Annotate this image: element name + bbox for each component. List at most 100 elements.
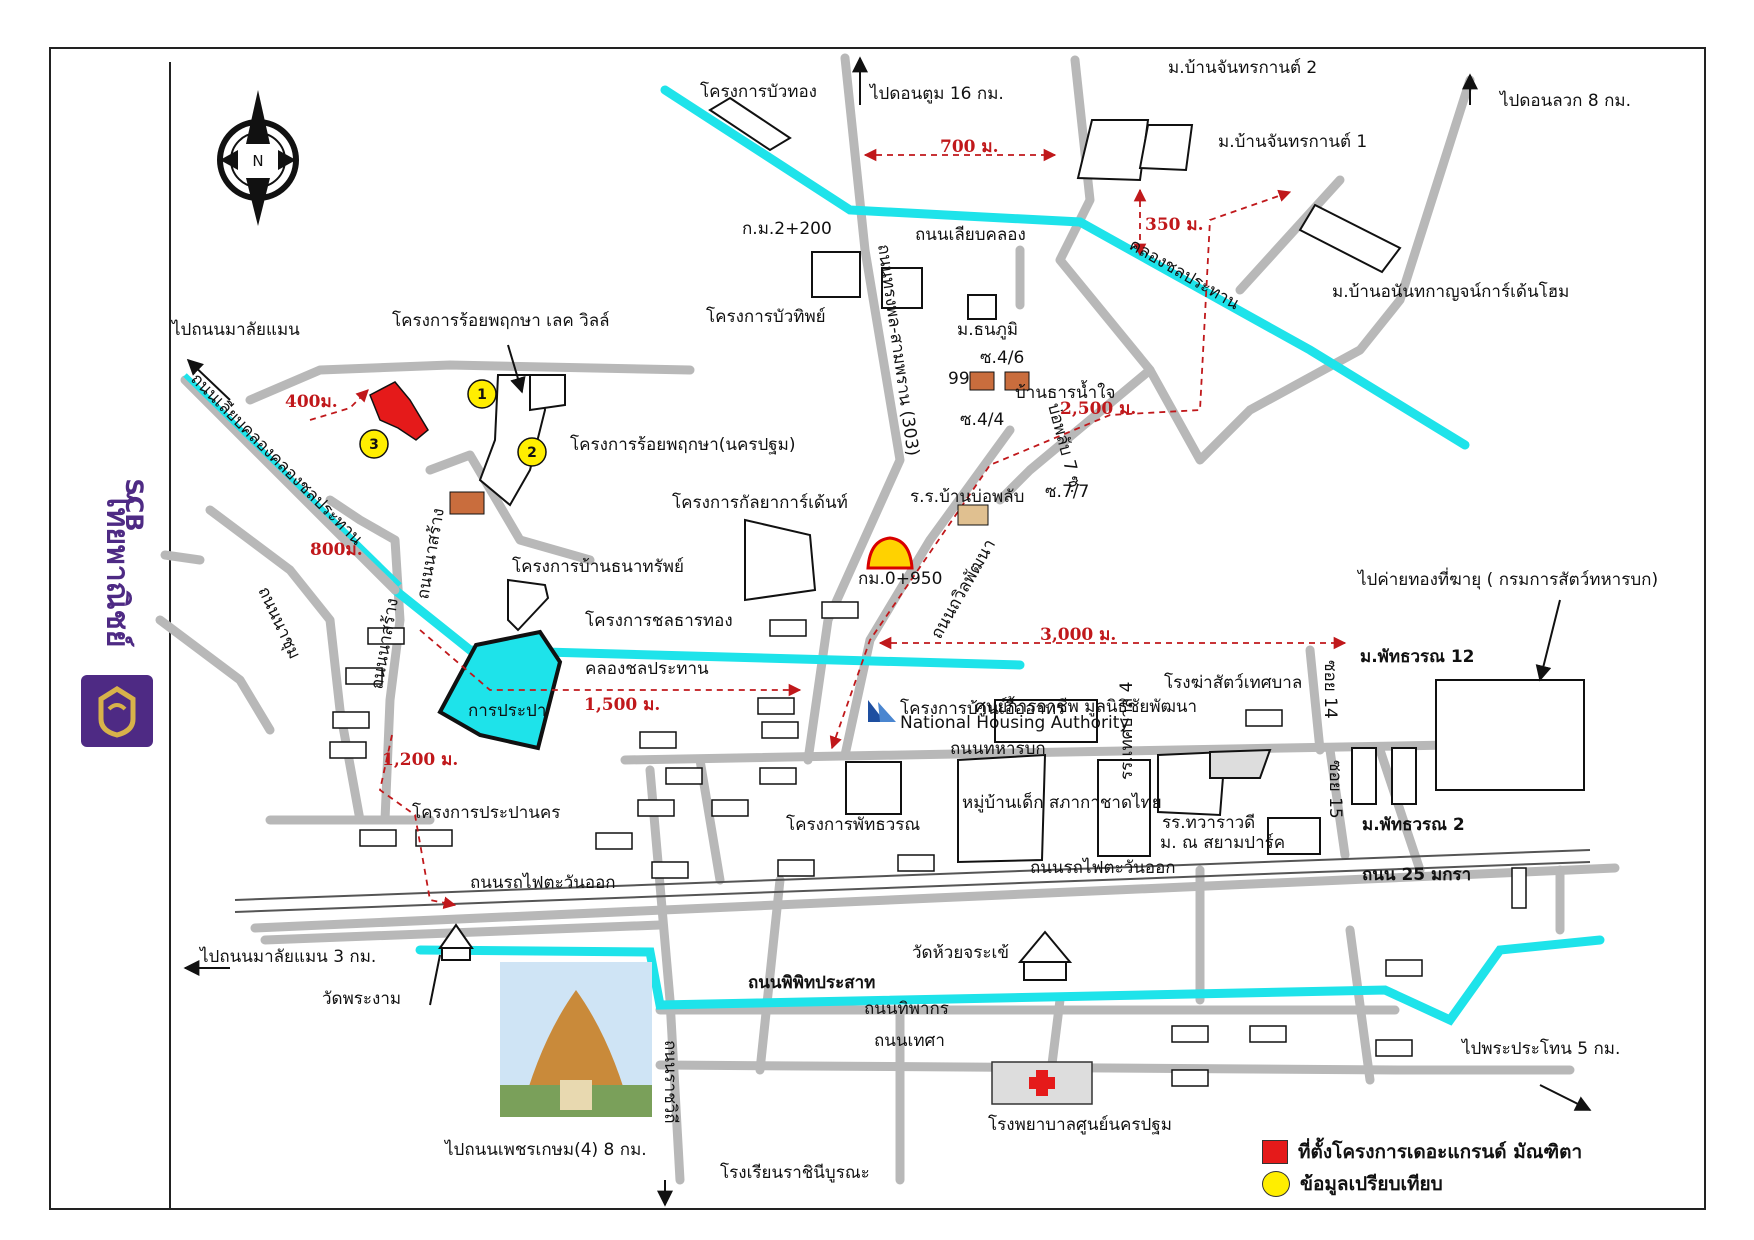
label-chonthan: โครงการชลธารทอง [585, 610, 733, 631]
label-ban-anan: ม.บ้านอนันทกาญจน์การ์เด้นโฮม [1332, 281, 1569, 302]
label-rd-thiphakon: ถนนทิพากร [864, 999, 949, 1019]
road-thet [655, 1060, 1575, 1075]
label-ban-nam-jai: บ้านธารน้ำใจ [1015, 380, 1115, 403]
block-thawarawadi [1157, 750, 1227, 817]
railway [234, 849, 1591, 913]
label-to-army-camp: ไปค่ายทองที่ฆายุ ( กรมการสัตว์ทหารบก) [1356, 567, 1658, 590]
label-to-phra-pathon: ไปพระประโทน 5 กม. [1460, 1038, 1620, 1059]
marker-1 [467, 379, 497, 409]
block-ban-chan-1 [1138, 124, 1194, 172]
hospital-icon [991, 1061, 1093, 1105]
label-to-don-tum: ไปดอนตูม 16 กม. [868, 83, 1004, 104]
road-lower-vertical [695, 755, 725, 885]
label-99: 99 [948, 369, 970, 389]
label-soi-4-6: ซ.4/6 [980, 348, 1024, 368]
leader-army [1535, 599, 1561, 682]
road-rajavithi [645, 765, 685, 1185]
label-siam-park: ม. ณ สยามปาร์ค [1160, 833, 1285, 853]
block-bua-thip [811, 251, 861, 298]
marker-3 [359, 429, 389, 459]
road-south-z [1345, 925, 1375, 1085]
label-rd-thawi: ถนนถวิลพัฒนา [927, 536, 1000, 643]
label-school-thesaban: รร.เทศบาล 4 [1117, 682, 1137, 780]
label-school-thawarawadi: รร.ทวาราวดี [1162, 813, 1255, 833]
block-phatthara-12 [1435, 679, 1585, 791]
label-hospital: โรงพยาบาลศูนย์นครปฐม [988, 1114, 1172, 1135]
label-wat-huai: วัดห้วยจระเข้ [912, 943, 1009, 963]
legend-compare-swatch [1262, 1171, 1290, 1197]
distance-2500: 2,500 ม. [1060, 399, 1136, 419]
legend-compare-label: ข้อมูลเปรียบเทียบ [1300, 1173, 1443, 1195]
arrow-2500 [829, 189, 1292, 750]
label-phatthara-proj: โครงการพัทธวรณ [786, 814, 920, 835]
bank-brand: SCB ไทยพาณิชย์ [72, 470, 162, 760]
arrow-1200 [378, 734, 457, 909]
label-waterworks: การประปา [468, 701, 546, 721]
canal-south [415, 935, 1605, 1026]
label-to-phetkasem: ไปถนนเพชรเกษม(4) 8 กม. [443, 1139, 647, 1160]
block-thanasap [507, 578, 550, 632]
label-rd-thet: ถนนเทศา [874, 1031, 945, 1051]
nha-logo-icon [868, 700, 896, 722]
label-to-malaiman: ไปถนนมาลัยแมน [170, 319, 300, 340]
label-rd-nachum: ถนนนาชุม [253, 584, 304, 663]
marker-2 [517, 437, 547, 467]
compass-icon: N [208, 88, 308, 228]
label-ban-chan-2: ม.บ้านจันทรกานต์ 2 [1168, 58, 1317, 78]
distance-800: 800ม. [310, 540, 363, 560]
label-rd-nasang: ถนนนาสร้าง [413, 507, 449, 601]
road-303 [803, 53, 905, 765]
road-soi-14 [1305, 645, 1325, 755]
school-icon [449, 371, 1030, 526]
temple-icon [438, 923, 474, 961]
wat-huai-icon [1017, 930, 1073, 981]
block-thesaban [1097, 759, 1151, 857]
map-frame [49, 47, 1706, 1210]
label-roi-nakhon: โครงการร้อยพฤกษา(นครปฐม) [570, 434, 796, 455]
legend-project-swatch [1262, 1140, 1288, 1164]
label-khlong-chonprathan-2: คลองชลประทาน [1126, 235, 1243, 314]
road-rail-east-north [250, 863, 1620, 933]
label-rd-rail-east: ถนนรถไฟตะวันออก [470, 872, 616, 893]
sidebar-divider [169, 62, 171, 1208]
label-bua-thong: โครงการบัวทอง [700, 81, 817, 102]
road-lower-row [260, 920, 665, 945]
block-phatthara-b [1391, 747, 1417, 805]
arrow-to-phra-pathon [1539, 1084, 1592, 1111]
compare-markers: 1 2 3 [359, 379, 547, 467]
chedi-photo [500, 962, 652, 1117]
label-wat-phra-ngam: วัดพระงาม [322, 989, 401, 1009]
block-bua-thong [708, 96, 792, 152]
leader-wat-phra-ngam [429, 954, 441, 1006]
block-roi-1 [529, 374, 566, 412]
arrow-to-malaiman [186, 358, 231, 401]
label-thanaphum: ม.ธนภูมิ [957, 320, 1018, 340]
scb-logo-icon [81, 675, 153, 747]
marker-2-label: 2 [527, 445, 537, 461]
label-thanasap: โครงการบ้านธนาทรัพย์ [512, 556, 684, 577]
label-rd-rajavithi: ถนนราชวิถี [660, 1040, 680, 1124]
label-phatthara-2: ม.พัทธวรณ 2 [1362, 815, 1465, 835]
label-km-0950: กม.0+950 [858, 569, 942, 589]
label-to-malaiman-3: ไปถนนมาลัยแมน 3 กม. [198, 946, 376, 967]
label-school-rachini: โรงเรียนราชินีบูรณะ [720, 1162, 870, 1183]
shell-station-icon [866, 536, 914, 570]
label-km-2200: ก.ม.2+200 [742, 219, 832, 239]
legend-compare-row: ข้อมูลเปรียบเทียบ [1262, 1168, 1702, 1200]
label-khlong-chonprathan: คลองชลประทาน [585, 659, 709, 679]
distance-1200: 1,200 ม. [382, 750, 458, 770]
house-clusters [329, 601, 1527, 1087]
block-kanlaya [744, 518, 817, 602]
label-rd-liab-khlong: ถนนเลียบคลอง [915, 225, 1026, 245]
marker-1-label: 1 [477, 387, 487, 403]
block-project-site [369, 381, 429, 441]
block-phatthara-proj [845, 761, 902, 815]
road-west-left [160, 550, 205, 565]
label-rd-thahan-bok: ถนนทหารบก [950, 739, 1046, 759]
distance-3000: 3,000 ม. [1040, 625, 1116, 645]
distance-arrows [309, 148, 1347, 909]
block-phatthara-a [1351, 747, 1377, 805]
label-ban-chan-1: ม.บ้านจันทรกานต์ 1 [1218, 132, 1367, 152]
compass-north-label: N [252, 152, 263, 170]
